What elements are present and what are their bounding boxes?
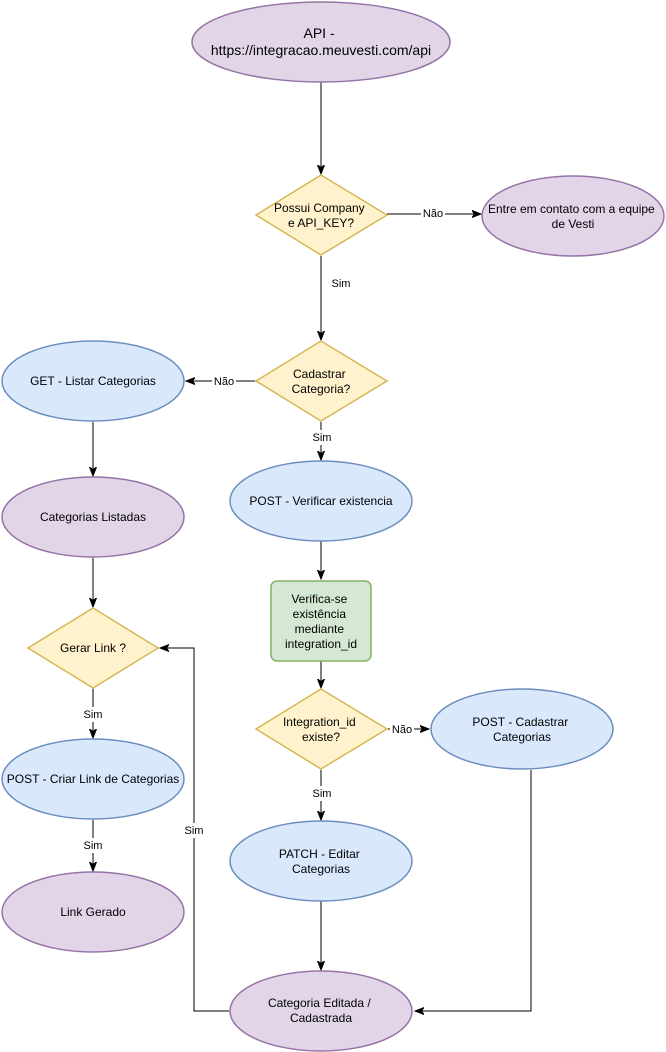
node-integration-existe-line-1: Integration_id — [283, 715, 356, 729]
node-api-line-1: API - — [303, 25, 334, 41]
node-categoria-editada-line-2: Cadastrada — [290, 1011, 352, 1025]
node-api[interactable]: API - https://integracao.meuvesti.com/ap… — [191, 1, 451, 83]
edge-label-nao-contato: Não — [423, 208, 443, 220]
svg-text:Categoria Editada / Ca: Categoria Editada / Cadastrada — [268, 996, 374, 1025]
node-gerar-link[interactable]: Gerar Link ? — [26, 607, 160, 689]
svg-text:POST - Verificar existencia: POST - Verificar existencia — [249, 494, 392, 508]
node-link-gerado[interactable]: Link Gerado — [1, 871, 185, 953]
edge-label-sim-post-verificar: Sim — [313, 432, 332, 444]
node-post-cadastrar-line-2: Categorias — [493, 730, 551, 744]
node-possui-company-line-2: e API_KEY? — [288, 216, 354, 230]
node-cadastrar-categoria-line-1: Cadastrar — [293, 367, 346, 381]
node-post-criar-link[interactable]: POST - Criar Link de Categorias — [1, 738, 185, 820]
node-patch-editar-line-2: Categorias — [292, 862, 350, 876]
node-contato-line-1: Entre em contato com a equipe — [488, 202, 655, 216]
svg-text:Gerar Link ?: Gerar Link ? — [60, 641, 126, 655]
node-categorias-listadas-line-1: Categorias Listadas — [40, 510, 146, 524]
svg-text:POST - Criar Link de Categoria: POST - Criar Link de Categorias — [7, 772, 180, 786]
svg-text:Categorias Listadas: Categorias Listadas — [40, 510, 146, 524]
node-categoria-editada-line-1: Categoria Editada / — [268, 996, 371, 1010]
node-verifica-se-line-1: Verifica-se — [291, 592, 347, 606]
node-verifica-se[interactable]: Verifica-se existência mediante integrat… — [270, 580, 372, 662]
node-link-gerado-line-1: Link Gerado — [60, 905, 126, 919]
edge-label-nao-get: Não — [214, 376, 234, 388]
node-verifica-se-line-2: existência — [293, 607, 347, 621]
edge-labels: Não Sim Não Sim Não Sim Sim Sim Sim — [82, 206, 445, 853]
node-contato-line-2: de Vesti — [552, 217, 595, 231]
edge-post-cadastrar-to-categoria-editada — [415, 770, 532, 1011]
node-post-verificar-line-1: POST - Verificar existencia — [249, 494, 392, 508]
edge-label-sim-criar-link: Sim — [84, 709, 103, 721]
edge-label-nao-post-cadastrar: Não — [392, 724, 412, 736]
edge-label-sim-cadastrar: Sim — [332, 278, 351, 290]
svg-text:Entre em contato com a equipe: Entre em contato com a equipe de Vesti — [488, 202, 658, 231]
node-patch-editar-line-1: PATCH - Editar — [279, 847, 360, 861]
node-api-line-2: https://integracao.meuvesti.com/api — [211, 42, 431, 58]
svg-text:API - https://integrac: API - https://integracao.meuvesti.com/ap… — [211, 25, 431, 58]
node-post-verificar[interactable]: POST - Verificar existencia — [229, 460, 413, 542]
node-cadastrar-categoria-line-2: Categoria? — [292, 382, 351, 396]
node-possui-company-line-1: Possui Company — [274, 201, 365, 215]
node-post-criar-link-line-1: POST - Criar Link de Categorias — [7, 772, 180, 786]
edge-label-sim-patch: Sim — [313, 788, 332, 800]
svg-text:Cadastrar Categoria?: Cadastrar Categoria? — [292, 367, 351, 396]
edge-label-sim-link-gerado: Sim — [84, 840, 103, 852]
svg-text:PATCH - Editar Categor: PATCH - Editar Categorias — [279, 847, 363, 876]
node-verifica-se-line-4: integration_id — [285, 637, 357, 651]
svg-text:POST - Cadastrar Categ: POST - Cadastrar Categorias — [472, 715, 571, 744]
node-contato[interactable]: Entre em contato com a equipe de Vesti — [481, 175, 665, 257]
svg-text:Possui Company e API_K: Possui Company e API_KEY? — [274, 201, 368, 230]
node-gerar-link-line-1: Gerar Link ? — [60, 641, 126, 655]
node-post-cadastrar-line-1: POST - Cadastrar — [472, 715, 568, 729]
svg-text:Link Gerado: Link Gerado — [60, 905, 126, 919]
svg-text:Integration_id existe?: Integration_id existe? — [283, 715, 359, 744]
node-get-listar-line-1: GET - Listar Categorias — [30, 374, 156, 388]
node-integration-existe-line-2: existe? — [302, 730, 340, 744]
node-categorias-listadas[interactable]: Categorias Listadas — [1, 476, 185, 558]
node-patch-editar[interactable]: PATCH - Editar Categorias — [229, 820, 413, 902]
svg-text:GET - Listar Categorias: GET - Listar Categorias — [30, 374, 156, 388]
node-get-listar[interactable]: GET - Listar Categorias — [1, 340, 185, 422]
node-post-cadastrar[interactable]: POST - Cadastrar Categorias — [430, 688, 614, 770]
node-cadastrar-categoria[interactable]: Cadastrar Categoria? — [254, 340, 389, 422]
node-integration-existe[interactable]: Integration_id existe? — [254, 688, 389, 770]
svg-text:Verifica-se existência: Verifica-se existência mediante integrat… — [285, 592, 357, 651]
node-verifica-se-line-3: mediante — [295, 622, 345, 636]
edge-label-sim-loop: Sim — [185, 825, 204, 837]
node-categoria-editada[interactable]: Categoria Editada / Cadastrada — [229, 970, 413, 1052]
node-possui-company[interactable]: Possui Company e API_KEY? — [254, 174, 389, 256]
